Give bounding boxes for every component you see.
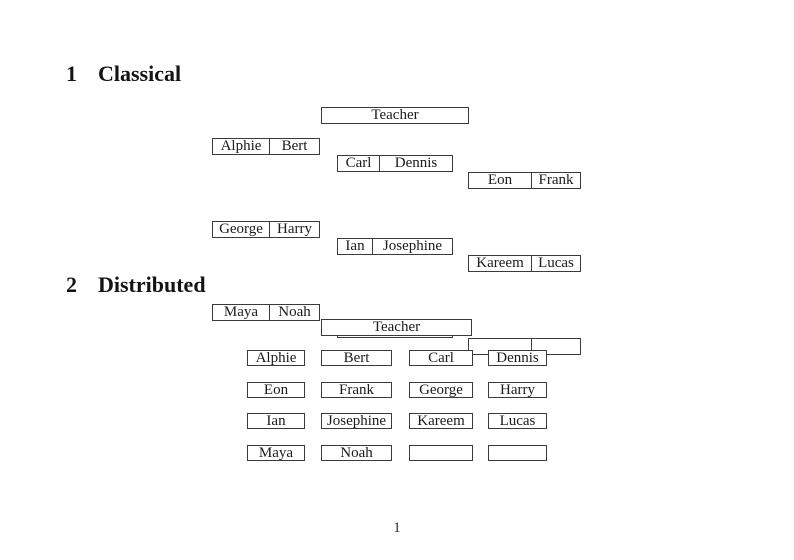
seat-cell: Harry	[277, 222, 312, 237]
classical-desk: Maya Noah	[212, 304, 320, 321]
distributed-seat: George	[409, 382, 473, 398]
teacher-label: Teacher	[372, 319, 421, 335]
section-number: 2	[66, 272, 77, 297]
section-title: Distributed	[98, 272, 206, 297]
distributed-seat: Alphie	[247, 350, 305, 366]
distributed-seat: Josephine	[321, 413, 392, 429]
seat-cell: Lucas	[538, 256, 574, 271]
distributed-seat-empty	[488, 445, 547, 461]
classical-desk: Ian Josephine	[337, 238, 453, 255]
desk-divider	[269, 305, 270, 320]
seat-cell: Noah	[278, 305, 311, 320]
distributed-seat: Frank	[321, 382, 392, 398]
seat-cell: Maya	[223, 305, 259, 320]
distributed-seat: Carl	[409, 350, 473, 366]
section-number: 1	[66, 61, 77, 86]
seat-cell: Alphie	[220, 139, 262, 154]
classical-desk: Kareem Lucas	[468, 255, 581, 272]
seat-cell: Josephine	[382, 239, 443, 254]
distributed-teacher-desk: Teacher	[321, 319, 472, 336]
distributed-seat: Bert	[321, 350, 392, 366]
distributed-seat: Eon	[247, 382, 305, 398]
desk-divider	[269, 222, 270, 237]
distributed-seat: Harry	[488, 382, 547, 398]
desk-divider	[531, 173, 532, 188]
distributed-seat: Ian	[247, 413, 305, 429]
seat-cell: Eon	[487, 173, 513, 188]
desk-divider	[269, 139, 270, 154]
distributed-seat: Noah	[321, 445, 392, 461]
section-heading-distributed: 2 Distributed	[66, 274, 206, 296]
classical-desk: Alphie Bert	[212, 138, 320, 155]
seat-cell: Ian	[345, 239, 365, 254]
classical-teacher-desk: Teacher	[321, 107, 469, 124]
seat-cell: George	[219, 222, 263, 237]
desk-divider	[531, 256, 532, 271]
classical-desk: Carl Dennis	[337, 155, 453, 172]
seat-cell: Bert	[281, 139, 308, 154]
seat-cell: Carl	[345, 156, 372, 171]
classical-desk: George Harry	[212, 221, 320, 238]
distributed-seat: Dennis	[488, 350, 547, 366]
page-number: 1	[393, 520, 401, 536]
desk-divider	[372, 239, 373, 254]
desk-divider	[531, 339, 532, 351]
seat-cell: Kareem	[476, 256, 524, 271]
distributed-seat: Lucas	[488, 413, 547, 429]
desk-divider	[379, 156, 380, 171]
classical-desk: Eon Frank	[468, 172, 581, 189]
distributed-seat: Maya	[247, 445, 305, 461]
seat-cell: Frank	[538, 173, 574, 188]
teacher-label: Teacher	[371, 107, 419, 123]
distributed-seat-empty	[409, 445, 473, 461]
section-title: Classical	[98, 61, 182, 86]
section-heading-classical: 1 Classical	[66, 63, 181, 85]
seat-cell: Dennis	[394, 156, 438, 171]
distributed-seat: Kareem	[409, 413, 473, 429]
